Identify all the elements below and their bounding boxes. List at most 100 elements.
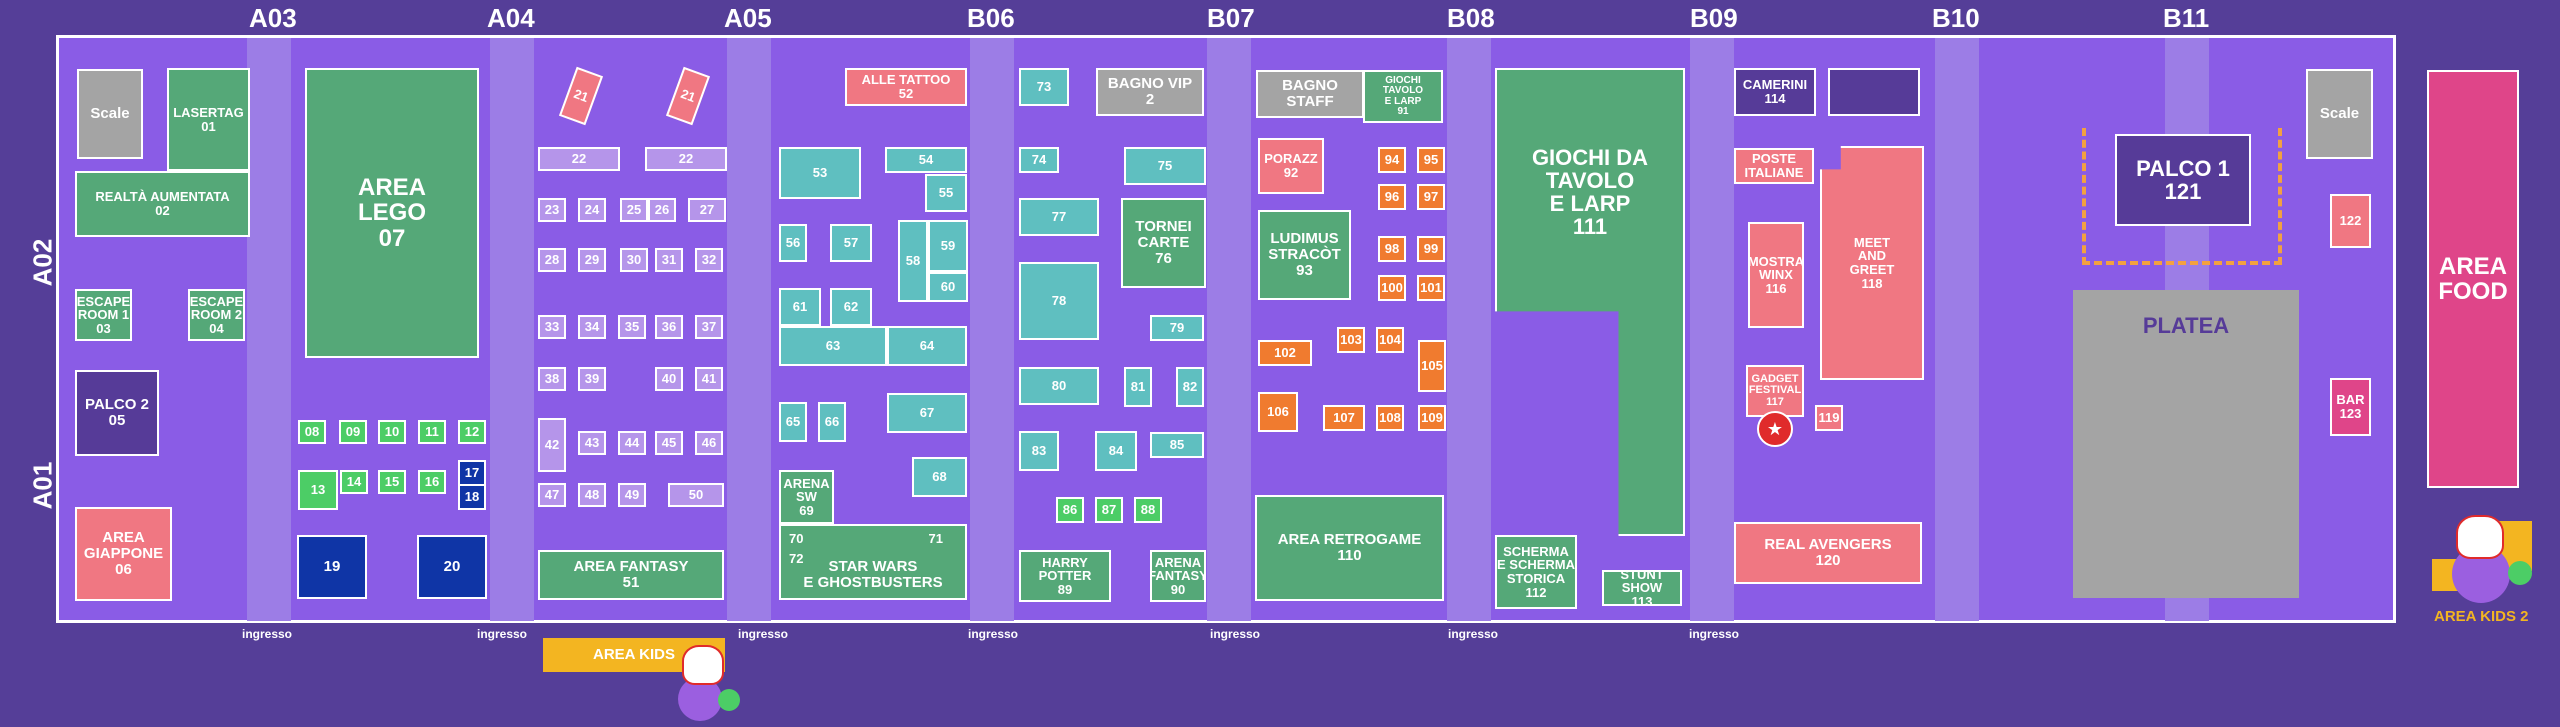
area-tornei-carte[interactable]: TORNEI CARTE 76 xyxy=(1121,198,1206,288)
stand-53[interactable]: 53 xyxy=(779,147,861,199)
stand-29[interactable]: 29 xyxy=(578,248,606,272)
stand-101[interactable]: 101 xyxy=(1417,275,1445,301)
stand-16[interactable]: 16 xyxy=(418,470,446,494)
area-camerini[interactable]: CAMERINI 114 xyxy=(1734,68,1816,116)
area-harry-potter[interactable]: HARRY POTTER 89 xyxy=(1019,550,1111,602)
stand-67[interactable]: 67 xyxy=(887,393,967,433)
stand-81[interactable]: 81 xyxy=(1124,367,1152,407)
area-food[interactable]: AREA FOOD xyxy=(2427,70,2519,488)
stand-83[interactable]: 83 xyxy=(1019,431,1059,471)
stand-47[interactable]: 47 xyxy=(538,483,566,507)
stand-63[interactable]: 63 xyxy=(779,326,887,366)
stand-28[interactable]: 28 xyxy=(538,248,566,272)
area-star-wars-ghostbusters[interactable]: 70 72 71 STAR WARS E GHOSTBUSTERS xyxy=(779,524,967,600)
stand-38[interactable]: 38 xyxy=(538,367,566,391)
area-camerini-2[interactable] xyxy=(1828,68,1920,116)
stand-20[interactable]: 20 xyxy=(417,535,487,599)
stand-42[interactable]: 42 xyxy=(538,418,566,472)
area-ludimus-stracot[interactable]: LUDIMUS STRACÒT 93 xyxy=(1258,210,1351,300)
stand-08[interactable]: 08 xyxy=(298,420,326,444)
stand-09[interactable]: 09 xyxy=(339,420,367,444)
stand-107[interactable]: 107 xyxy=(1323,405,1365,431)
stand-36[interactable]: 36 xyxy=(655,315,683,339)
stand-14[interactable]: 14 xyxy=(340,470,368,494)
stand-98[interactable]: 98 xyxy=(1378,236,1406,262)
stand-19[interactable]: 19 xyxy=(297,535,367,599)
stand-66[interactable]: 66 xyxy=(818,402,846,442)
stand-68[interactable]: 68 xyxy=(912,457,967,497)
stand-97[interactable]: 97 xyxy=(1417,184,1445,210)
stand-102[interactable]: 102 xyxy=(1258,340,1312,366)
stand-122[interactable]: 122 xyxy=(2330,194,2371,248)
stand-39[interactable]: 39 xyxy=(578,367,606,391)
stand-106[interactable]: 106 xyxy=(1258,392,1298,432)
stand-79[interactable]: 79 xyxy=(1150,315,1204,341)
stand-60[interactable]: 60 xyxy=(928,272,968,302)
stand-119[interactable]: 119 xyxy=(1815,405,1843,431)
stand-40[interactable]: 40 xyxy=(655,367,683,391)
stand-22-a[interactable]: 22 xyxy=(538,147,620,171)
stand-103[interactable]: 103 xyxy=(1337,327,1365,353)
stand-10[interactable]: 10 xyxy=(378,420,406,444)
stand-15[interactable]: 15 xyxy=(378,470,406,494)
stand-104[interactable]: 104 xyxy=(1376,327,1404,353)
stand-105[interactable]: 105 xyxy=(1418,340,1446,392)
stand-73[interactable]: 73 xyxy=(1019,68,1069,106)
stand-mostra-winx[interactable]: MOSTRA WINX 116 xyxy=(1748,222,1804,328)
area-scherma-storica[interactable]: SCHERMA E SCHERMA STORICA 112 xyxy=(1495,535,1577,609)
area-platea[interactable]: PLATEA xyxy=(2073,290,2299,598)
stand-84[interactable]: 84 xyxy=(1095,431,1137,471)
area-real-avengers[interactable]: REAL AVENGERS 120 xyxy=(1734,522,1922,584)
stand-48[interactable]: 48 xyxy=(578,483,606,507)
stand-82[interactable]: 82 xyxy=(1176,367,1204,407)
stand-65[interactable]: 65 xyxy=(779,402,807,442)
stand-94[interactable]: 94 xyxy=(1378,147,1406,173)
stand-95[interactable]: 95 xyxy=(1417,147,1445,173)
area-palco-2[interactable]: PALCO 2 05 xyxy=(75,370,159,456)
stand-61[interactable]: 61 xyxy=(779,288,821,326)
area-lasertag[interactable]: LASERTAG 01 xyxy=(167,68,250,171)
stand-27[interactable]: 27 xyxy=(688,198,726,222)
stand-64[interactable]: 64 xyxy=(887,326,967,366)
stand-17[interactable]: 17 xyxy=(458,460,486,486)
area-giappone[interactable]: AREA GIAPPONE 06 xyxy=(75,507,172,601)
stand-18[interactable]: 18 xyxy=(458,484,486,510)
stand-45[interactable]: 45 xyxy=(655,431,683,455)
stand-32[interactable]: 32 xyxy=(695,248,723,272)
area-escape-room-2[interactable]: ESCAPE ROOM 2 04 xyxy=(188,289,245,341)
stand-43[interactable]: 43 xyxy=(578,431,606,455)
stand-77[interactable]: 77 xyxy=(1019,198,1099,236)
area-bagno-staff[interactable]: BAGNO STAFF xyxy=(1256,70,1364,118)
stand-46[interactable]: 46 xyxy=(695,431,723,455)
area-escape-room-1[interactable]: ESCAPE ROOM 1 03 xyxy=(75,289,132,341)
stand-26[interactable]: 26 xyxy=(648,198,676,222)
stand-gadget-festival[interactable]: GADGET FESTIVAL 117 xyxy=(1746,365,1804,417)
area-realta-aumentata[interactable]: REALTÀ AUMENTATA 02 xyxy=(75,171,250,237)
area-bar[interactable]: BAR 123 xyxy=(2330,378,2371,436)
stand-86[interactable]: 86 xyxy=(1056,497,1084,523)
stand-porazz[interactable]: PORAZZ 92 xyxy=(1258,138,1324,194)
area-palco-1[interactable]: PALCO 1 121 xyxy=(2115,134,2251,226)
area-bagno-vip[interactable]: BAGNO VIP 2 xyxy=(1096,68,1204,116)
stand-31[interactable]: 31 xyxy=(655,248,683,272)
stand-56[interactable]: 56 xyxy=(779,224,807,262)
stand-12[interactable]: 12 xyxy=(458,420,486,444)
stand-arena-sw[interactable]: ARENA SW 69 xyxy=(779,470,834,524)
stand-23[interactable]: 23 xyxy=(538,198,566,222)
stand-33[interactable]: 33 xyxy=(538,315,566,339)
stand-50[interactable]: 50 xyxy=(668,483,724,507)
area-retrogame[interactable]: AREA RETROGAME 110 xyxy=(1255,495,1444,601)
area-stunt-show[interactable]: STUNT SHOW 113 xyxy=(1602,570,1682,606)
stand-44[interactable]: 44 xyxy=(618,431,646,455)
area-giochi-tavolo-91[interactable]: GIOCHI TAVOLO E LARP 91 xyxy=(1363,70,1443,123)
scale-left[interactable]: Scale xyxy=(77,69,143,159)
stand-24[interactable]: 24 xyxy=(578,198,606,222)
stand-74[interactable]: 74 xyxy=(1019,147,1059,173)
stand-58[interactable]: 58 xyxy=(898,220,928,302)
stand-80[interactable]: 80 xyxy=(1019,367,1099,405)
stand-100[interactable]: 100 xyxy=(1378,275,1406,301)
stand-59[interactable]: 59 xyxy=(928,220,968,272)
stand-37[interactable]: 37 xyxy=(695,315,723,339)
stand-49[interactable]: 49 xyxy=(618,483,646,507)
stand-30[interactable]: 30 xyxy=(620,248,648,272)
